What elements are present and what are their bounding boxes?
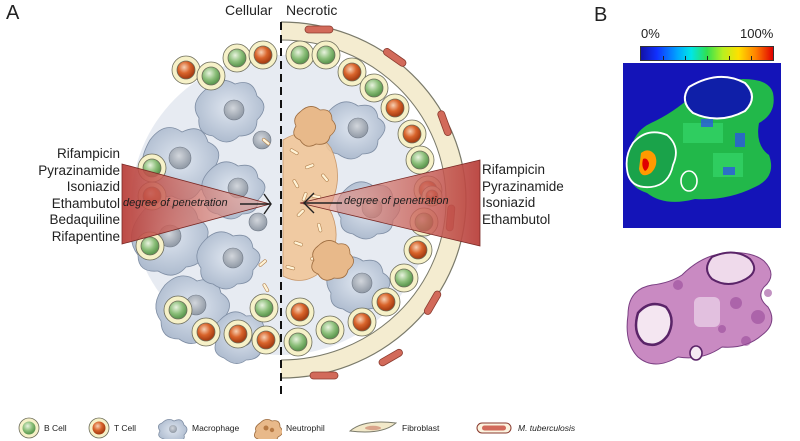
b-cell-icon xyxy=(18,417,40,439)
legend-label: Neutrophil xyxy=(286,423,325,433)
legend-item-fibroblast: Fibroblast xyxy=(348,417,439,439)
panel-label-b: B xyxy=(594,4,608,26)
penetration-arrow-right xyxy=(299,159,481,247)
drug-list-left: Rifampicin Pyrazinamide Isoniazid Ethamb… xyxy=(2,146,120,246)
drug-item: Pyrazinamide xyxy=(38,162,120,178)
drug-item: Rifampicin xyxy=(56,146,120,161)
drug-item: Rifapentine xyxy=(51,228,120,244)
cell-type-legend: B Cell T Cell Macrophage Neutrophil Fibr… xyxy=(18,417,618,441)
fibroblast-icon xyxy=(348,421,398,433)
region-label-necrotic: Necrotic xyxy=(286,2,338,18)
legend-label: B Cell xyxy=(44,423,67,433)
histology-section xyxy=(626,251,773,365)
drug-item: Pyrazinamide xyxy=(482,178,564,194)
legend-item-mtb: M. tuberculosis xyxy=(474,417,575,439)
arrow-label-left: degree of penetration xyxy=(123,197,228,209)
drug-list-right: Rifampicin Pyrazinamide Isoniazid Ethamb… xyxy=(482,162,602,228)
macrophage-layer xyxy=(131,55,431,364)
penetration-arrow-left xyxy=(121,163,272,245)
legend-label: Macrophage xyxy=(192,423,240,433)
mtb-icon xyxy=(476,422,512,434)
drug-item: Bedaquiline xyxy=(49,212,120,228)
legend-label: Fibroblast xyxy=(402,423,440,433)
legend-item-b-cell: B Cell xyxy=(18,417,67,439)
granuloma-diagram xyxy=(121,21,481,398)
colorbar xyxy=(640,46,774,61)
legend-item-macrophage: Macrophage xyxy=(158,417,239,439)
drug-item: Isoniazid xyxy=(66,179,120,195)
drug-distribution-heatmap xyxy=(623,63,781,228)
region-label-cellular: Cellular xyxy=(225,2,273,18)
necrotic-core xyxy=(258,106,354,293)
legend-item-neutrophil: Neutrophil xyxy=(254,417,325,439)
colorbar-min-label: 0% xyxy=(641,26,660,41)
panel-label-a: A xyxy=(6,2,20,24)
legend-item-t-cell: T Cell xyxy=(88,417,136,439)
neutrophil-icon xyxy=(254,419,282,439)
legend-label: M. tuberculosis xyxy=(518,423,576,433)
legend-label: T Cell xyxy=(114,423,137,433)
arrow-label-right: degree of penetration xyxy=(344,195,449,207)
drug-item: Ethambutol xyxy=(51,195,120,211)
drug-item: Ethambutol xyxy=(482,211,551,227)
drug-item: Rifampicin xyxy=(482,162,546,177)
colorbar-max-label: 100% xyxy=(740,26,774,41)
macrophage-icon xyxy=(158,419,188,439)
drug-item: Isoniazid xyxy=(482,195,536,211)
t-cell-icon xyxy=(88,417,110,439)
